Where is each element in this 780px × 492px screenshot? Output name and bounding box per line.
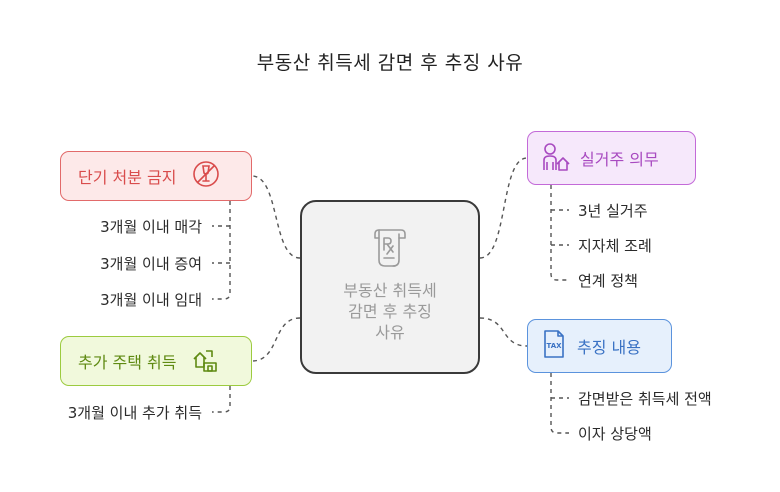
leaf-item: 3년 실거주 xyxy=(578,202,648,220)
connector-red-leaves xyxy=(212,201,231,300)
connector-blue-leaves xyxy=(550,373,569,434)
prescription-document-icon xyxy=(371,226,411,274)
connector-blue xyxy=(479,317,528,347)
branch-recovery-content[interactable]: TAX 추징 내용 xyxy=(527,319,672,373)
leaf-item: 3개월 이내 추가 취득 xyxy=(67,404,202,422)
connector-green-leaves xyxy=(212,386,231,413)
leaf-item: 3개월 이내 매각 xyxy=(100,218,202,236)
connector-green xyxy=(251,317,301,362)
svg-text:TAX: TAX xyxy=(546,342,562,350)
connector-red xyxy=(251,175,301,259)
leaf-item: 3개월 이내 임대 xyxy=(100,291,202,309)
center-topic[interactable]: 부동산 취득세 감면 후 추징 사유 xyxy=(300,200,480,374)
center-label: 부동산 취득세 감면 후 추징 사유 xyxy=(343,281,437,342)
tax-document-icon: TAX xyxy=(541,329,567,363)
branch-label: 추가 주택 취득 xyxy=(78,353,177,372)
branch-residence-duty[interactable]: 실거주 의무 xyxy=(527,131,696,185)
connector-purple xyxy=(479,157,528,259)
diagram-title: 부동산 취득세 감면 후 추징 사유 xyxy=(256,52,524,74)
branch-short-term-sale-ban[interactable]: 단기 처분 금지 xyxy=(60,151,252,201)
branch-label: 추징 내용 xyxy=(577,338,641,357)
leaf-item: 이자 상당액 xyxy=(578,425,652,443)
leaf-item: 감면받은 취득세 전액 xyxy=(578,390,712,408)
houses-icon xyxy=(191,345,221,377)
leaf-item: 3개월 이내 증여 xyxy=(100,255,202,273)
branch-additional-house[interactable]: 추가 주택 취득 xyxy=(60,336,252,386)
branch-label: 실거주 의무 xyxy=(580,150,659,169)
connector-purple-leaves xyxy=(550,185,569,281)
no-wine-icon xyxy=(191,159,221,193)
resident-house-icon xyxy=(540,140,570,176)
leaf-item: 지자체 조례 xyxy=(578,237,652,255)
leaf-item: 연계 정책 xyxy=(578,272,638,290)
branch-label: 단기 처분 금지 xyxy=(78,168,177,187)
